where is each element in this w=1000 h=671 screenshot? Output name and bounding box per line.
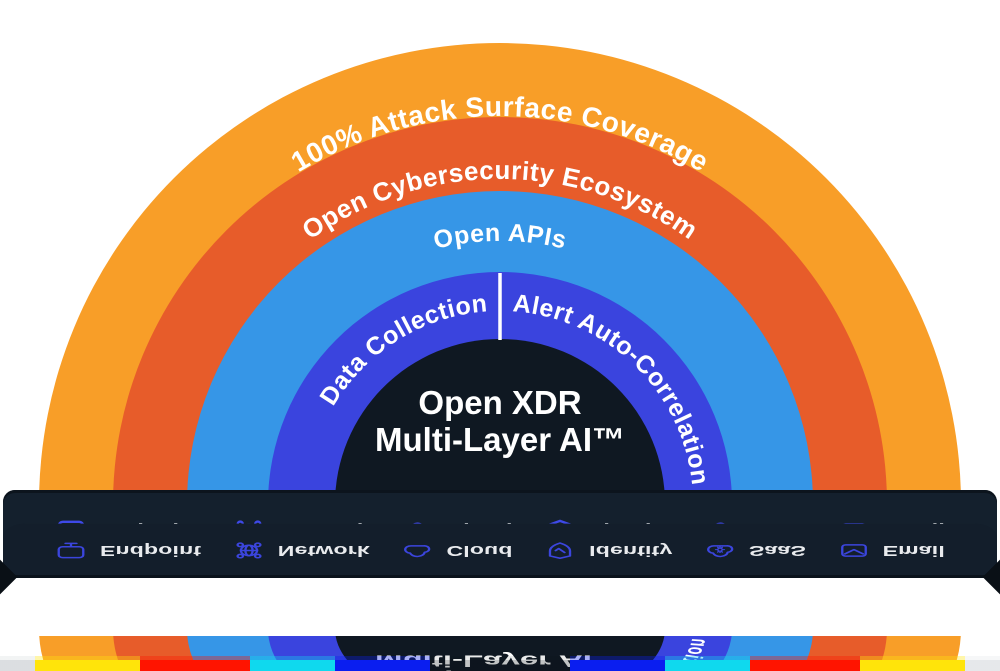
bar-label-saas: SaaS bbox=[749, 542, 807, 560]
bar-item-saas: SaaS bbox=[704, 541, 806, 561]
bar-label-email: Email bbox=[882, 542, 945, 560]
bar-item-endpoint: Endpoint bbox=[55, 541, 201, 561]
envelope-icon bbox=[838, 541, 870, 561]
glitch-band bbox=[0, 660, 1000, 671]
bar-item-cloud: Cloud bbox=[401, 541, 513, 561]
glitch-band-soft bbox=[0, 656, 1000, 660]
center-title-line1: Open XDR bbox=[418, 384, 581, 421]
bar-label-network: Network bbox=[277, 542, 370, 560]
monitor-icon bbox=[55, 541, 87, 561]
shield-check-icon bbox=[544, 541, 576, 561]
bar-junction-line bbox=[3, 575, 997, 578]
bar-item-network: Network bbox=[233, 541, 370, 561]
core-circle bbox=[335, 339, 665, 490]
reflection-separator bbox=[0, 632, 1000, 636]
bar-label-identity: Identity bbox=[589, 542, 673, 560]
cloud-gear-icon bbox=[704, 541, 736, 561]
bar-item-email: Email bbox=[838, 541, 945, 561]
arc-diagram: 100% Attack Surface Coverage Open Cybers… bbox=[39, 43, 961, 490]
bar-item-identity: Identity bbox=[544, 541, 673, 561]
cloud-icon bbox=[401, 541, 433, 561]
integration-bar-reflection: Endpoint Network Cloud Identity SaaS Email bbox=[3, 523, 997, 578]
arc-diagram-svg: 100% Attack Surface Coverage Open Cybers… bbox=[39, 43, 961, 490]
bar-label-endpoint: Endpoint bbox=[100, 542, 202, 560]
bar-label-cloud: Cloud bbox=[446, 542, 513, 560]
network-globe-icon bbox=[233, 541, 265, 561]
center-title-line2: Multi-Layer AI™ bbox=[375, 421, 625, 458]
